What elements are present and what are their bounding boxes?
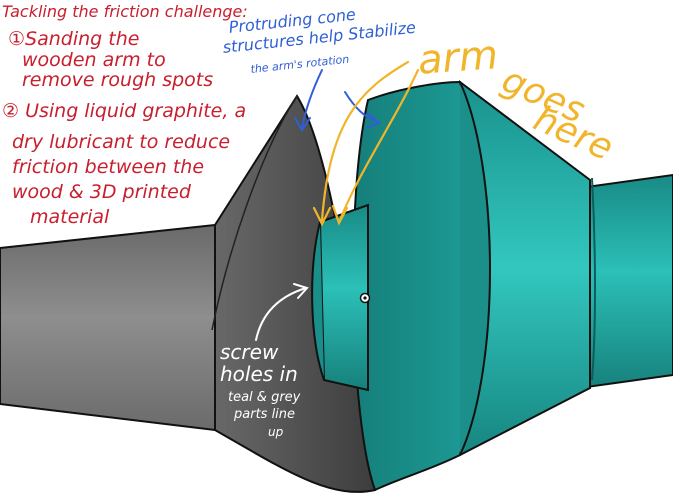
note-item-2-line-5: material (30, 206, 110, 228)
gold-arrows (312, 60, 420, 227)
screw-callout-line-5: up (268, 425, 284, 439)
screw-callout-line-3: teal & grey (228, 390, 301, 405)
note-item-1-line-2: wooden arm to (22, 49, 166, 71)
white-arrow (255, 283, 309, 341)
note-item-2-line-3: friction between the (12, 156, 205, 178)
screw-callout-line-4: parts line (234, 407, 296, 422)
blue-arrows (294, 69, 381, 132)
screw-callout-line-2: holes in (220, 362, 298, 386)
screw-callout-line-1: screw (220, 340, 279, 364)
note-item-2-line-2: dry lubricant to reduce (12, 131, 231, 153)
notes-heading: Tackling the friction challenge: (2, 2, 248, 21)
teal-boss (311, 203, 371, 392)
note-item-1-line-3: remove rough spots (22, 69, 214, 91)
note-item-1-line-1: ①Sanding the (8, 28, 140, 50)
teal-flange (352, 80, 491, 492)
note-item-2-line-4: wood & 3D printed (12, 181, 191, 203)
grey-shaft (0, 223, 216, 432)
note-item-2-line-1: ② Using liquid graphite, a (2, 100, 247, 122)
arm-callout-line-1: arm (416, 32, 500, 84)
